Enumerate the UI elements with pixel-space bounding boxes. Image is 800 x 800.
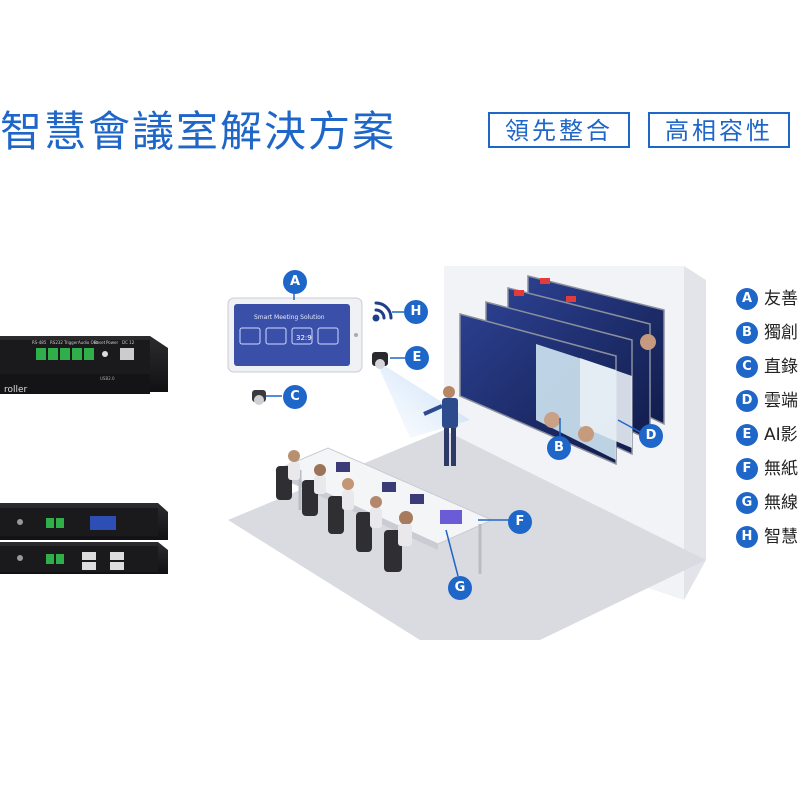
callout-f: F <box>508 510 532 534</box>
touch-panel: Smart Meeting Solution 32:9 <box>227 297 363 373</box>
touch-panel-title: Smart Meeting Solution <box>254 314 325 321</box>
wifi-icon <box>372 301 393 322</box>
legend-badge-b: B <box>736 322 758 344</box>
legend-text-g: 無線 <box>764 493 798 513</box>
legend-text-a: 友善 <box>764 289 798 309</box>
presenter-figure <box>423 386 458 466</box>
legend-badge-h: H <box>736 526 758 548</box>
feature-tag-compatibility: 高相容性 <box>648 112 790 148</box>
legend-item-d: D 雲端 <box>736 389 798 413</box>
callout-b: B <box>547 436 571 460</box>
legend-badge-f: F <box>736 458 758 480</box>
controller-brand-text: roller <box>4 385 28 395</box>
callout-a: A <box>283 270 307 294</box>
port-label-rs485: RS-485 <box>32 340 47 345</box>
legend-text-c: 直錄 <box>764 357 798 377</box>
controller-indicator-label: USB2.0 <box>100 376 115 381</box>
callout-e: E <box>405 346 429 370</box>
legend-text-b: 獨創 <box>764 323 798 343</box>
legend-item-e: E AI影 <box>736 423 798 447</box>
port-label-power: Power <box>106 340 118 345</box>
legend-item-f: F 無紙 <box>736 457 798 481</box>
legend-item-a: A 友善 <box>736 287 798 311</box>
page-title: 智慧會議室解決方案 <box>0 107 397 156</box>
legend-badge-d: D <box>736 390 758 412</box>
legend-text-h: 智慧 <box>764 527 798 547</box>
legend-badge-a: A <box>736 288 758 310</box>
legend-text-d: 雲端 <box>764 391 798 411</box>
port-label-trigger: Trigger <box>63 340 78 345</box>
port-label-dc12: DC 12 <box>122 340 135 345</box>
controller-device-bottom <box>0 503 168 574</box>
controller-device-top: roller USB2.0 RS-485 RS232 Trigger Audio… <box>0 336 168 395</box>
legend-badge-e: E <box>736 424 758 446</box>
callout-h: H <box>404 300 428 324</box>
legend-badge-g: G <box>736 492 758 514</box>
legend-item-g: G 無線 <box>736 491 798 515</box>
callout-c: C <box>283 385 307 409</box>
legend-badge-c: C <box>736 356 758 378</box>
port-label-reset: Reset <box>94 340 106 345</box>
port-label-rs232: RS232 <box>50 340 63 345</box>
participants <box>276 450 462 572</box>
ai-camera <box>372 352 388 369</box>
callout-d: D <box>639 424 663 448</box>
video-wall <box>459 275 665 466</box>
callout-leader-lines <box>266 290 641 577</box>
port-label-audio-out: Audio Out <box>78 340 98 345</box>
ptz-camera <box>252 390 266 405</box>
callout-g: G <box>448 576 472 600</box>
legend-text-f: 無紙 <box>764 459 798 479</box>
legend-item-b: B 獨創 <box>736 321 798 345</box>
feature-tag-integration: 領先整合 <box>488 112 630 148</box>
touch-panel-time: 32:9 <box>296 334 312 342</box>
legend-item-c: C 直錄 <box>736 355 798 379</box>
legend-text-e: AI影 <box>764 425 798 445</box>
legend-item-h: H 智慧 <box>736 525 798 549</box>
